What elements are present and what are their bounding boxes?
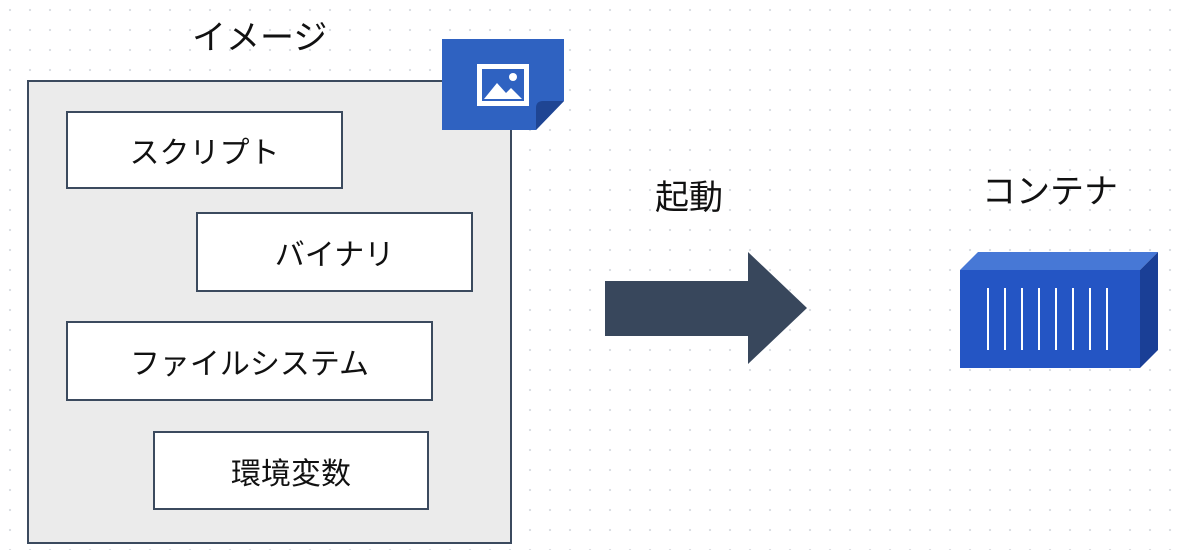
item-binary: バイナリ xyxy=(196,212,473,292)
shipping-container-icon xyxy=(960,252,1158,368)
item-environment-variables: 環境変数 xyxy=(153,431,429,510)
image-file-icon xyxy=(442,39,564,130)
image-title: イメージ xyxy=(192,18,328,58)
launch-label: 起動 xyxy=(655,178,723,218)
container-label: コンテナ xyxy=(982,172,1118,212)
item-script: スクリプト xyxy=(66,111,343,189)
item-filesystem: ファイルシステム xyxy=(66,321,433,401)
launch-arrow xyxy=(605,252,807,364)
